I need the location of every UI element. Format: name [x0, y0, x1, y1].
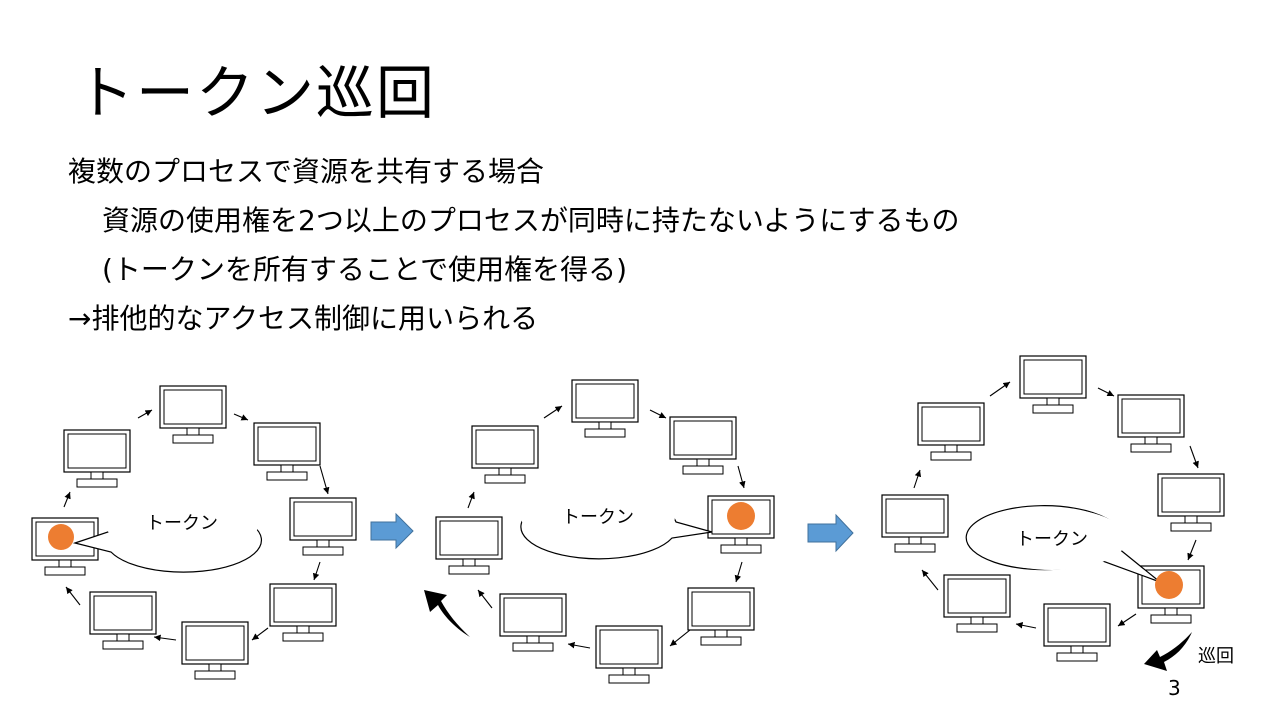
computer-icon — [471, 425, 539, 484]
ring-arrow — [233, 413, 249, 421]
ring-arrow — [153, 634, 177, 642]
computer-icon — [89, 591, 157, 650]
patrol-label: 巡回 — [1198, 646, 1234, 667]
page-number: 3 — [1168, 676, 1181, 700]
slide-title: トークン巡回 — [76, 59, 437, 127]
speech-bubble-3: トークン — [965, 505, 1161, 583]
speech-bubble-2: トークン — [520, 486, 713, 560]
ring-arrow — [319, 465, 330, 495]
ring-arrow — [543, 405, 563, 419]
bubble-label-2: トークン — [562, 507, 634, 528]
ring-arrow — [567, 641, 591, 649]
bullet-line-3: (トークンを所有することで使用権を得る) — [102, 253, 628, 286]
ring-arrows — [63, 381, 1199, 649]
computer-icon — [435, 516, 503, 575]
computer-icon — [289, 497, 357, 556]
token-2 — [727, 502, 755, 530]
ring-arrow — [649, 409, 667, 419]
ring-arrow — [669, 629, 691, 647]
step-arrow-2 — [807, 513, 854, 553]
bubble-label-3: トークン — [1016, 529, 1088, 550]
computer-icon — [1117, 394, 1185, 453]
ring-arrow — [737, 465, 746, 489]
bubble-label-1: トークン — [146, 513, 218, 534]
ring-arrow — [1117, 613, 1137, 627]
computer-icon — [253, 422, 321, 481]
computer-icon — [159, 385, 227, 444]
computer-icon — [595, 625, 663, 684]
computer-icon — [1019, 355, 1087, 414]
computer-icon — [687, 587, 755, 646]
ring-arrow — [1097, 387, 1115, 397]
computer-icon — [181, 621, 249, 680]
curved-arrow-icon-2 — [1144, 632, 1192, 671]
bullet-line-1: 複数のプロセスで資源を共有する場合 — [68, 155, 545, 188]
computers — [31, 355, 1225, 684]
computer-icon — [269, 583, 337, 642]
step-arrow-1 — [370, 512, 414, 550]
speech-bubble-1: トークン — [72, 492, 262, 573]
token-3 — [1155, 571, 1183, 599]
ring-arrow — [251, 627, 269, 641]
ring-arrow — [913, 469, 922, 489]
computer-icon — [669, 416, 737, 475]
ring-arrow — [477, 589, 493, 609]
computer-icon — [1043, 603, 1111, 662]
ring-arrow — [1189, 445, 1199, 469]
curved-arrow-icon-1 — [424, 590, 470, 637]
bullet-line-2: 資源の使用権を2つ以上のプロセスが同時に持たないようにするもの — [102, 204, 960, 237]
ring-arrow — [65, 586, 81, 606]
computer-icon — [943, 574, 1011, 633]
ring-arrow — [734, 561, 743, 583]
ring-arrow — [989, 381, 1011, 397]
computer-icon — [881, 494, 949, 553]
ring-arrow — [137, 409, 153, 419]
ring-arrow — [921, 569, 939, 591]
computer-icon — [917, 402, 985, 461]
computer-icon — [499, 593, 567, 652]
ring-arrow — [312, 561, 321, 581]
computer-icon — [63, 429, 131, 488]
computer-icon — [1157, 473, 1225, 532]
computer-icon — [571, 379, 639, 438]
token-1 — [48, 524, 74, 550]
ring-arrow — [467, 491, 475, 509]
ring-arrow — [63, 491, 71, 508]
bullet-line-4: →排他的なアクセス制御に用いられる — [68, 302, 539, 335]
ring-arrow — [1015, 622, 1037, 629]
ring-arrow — [1187, 539, 1197, 561]
